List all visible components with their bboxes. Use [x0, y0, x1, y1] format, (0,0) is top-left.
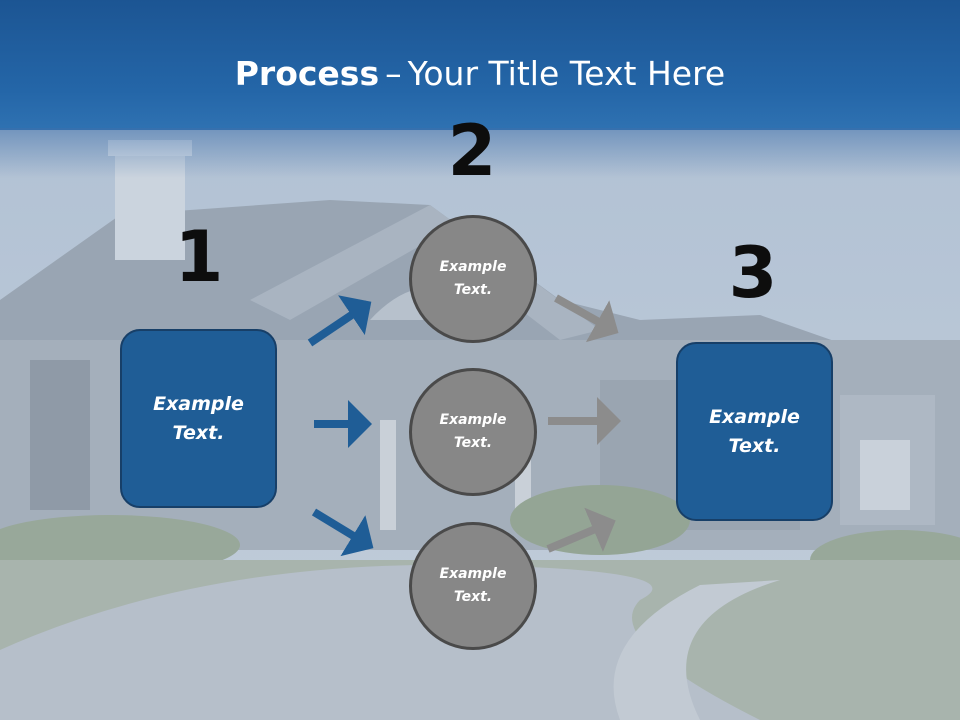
- step-3-text-line2: Text.: [728, 434, 781, 457]
- step-3-text: Example Text.: [709, 403, 800, 461]
- circle-middle-line2: Text.: [453, 435, 493, 451]
- circle-top-line2: Text.: [453, 282, 493, 298]
- arrow-2-to-3-bottom: [546, 507, 616, 553]
- arrow-1-to-2-bottom: [311, 508, 374, 557]
- step-2-circle-middle: Example Text.: [409, 368, 537, 496]
- circle-top-line1: Example: [439, 259, 507, 275]
- circle-middle-line1: Example: [439, 412, 507, 428]
- step-3-number: 3: [728, 232, 778, 314]
- title-dash: –: [385, 54, 402, 93]
- circle-bottom-line2: Text.: [453, 589, 493, 605]
- step-1-text-line2: Text.: [172, 421, 225, 444]
- slide-title: Process–Your Title Text Here: [0, 52, 960, 96]
- title-bar-fade: [0, 128, 960, 178]
- step-2-circle-top: Example Text.: [409, 215, 537, 343]
- step-1-text-line1: Example: [153, 392, 244, 415]
- step-2-number: 2: [447, 110, 497, 192]
- title-bar: [0, 0, 960, 130]
- title-bold: Process: [234, 54, 380, 93]
- title-rest: Your Title Text Here: [407, 54, 726, 93]
- step-1-text: Example Text.: [153, 390, 244, 448]
- circle-top-text: Example Text.: [440, 256, 507, 302]
- circle-bottom-text: Example Text.: [440, 563, 507, 609]
- step-3-box: Example Text.: [676, 342, 833, 521]
- arrow-1-to-2-top: [307, 295, 372, 347]
- step-1-number: 1: [174, 216, 224, 298]
- step-2-circle-bottom: Example Text.: [409, 522, 537, 650]
- circle-middle-text: Example Text.: [440, 409, 507, 455]
- circle-bottom-line1: Example: [439, 566, 507, 582]
- step-1-box: Example Text.: [120, 329, 277, 508]
- step-3-text-line1: Example: [709, 405, 800, 428]
- arrow-2-to-3-top: [554, 294, 619, 343]
